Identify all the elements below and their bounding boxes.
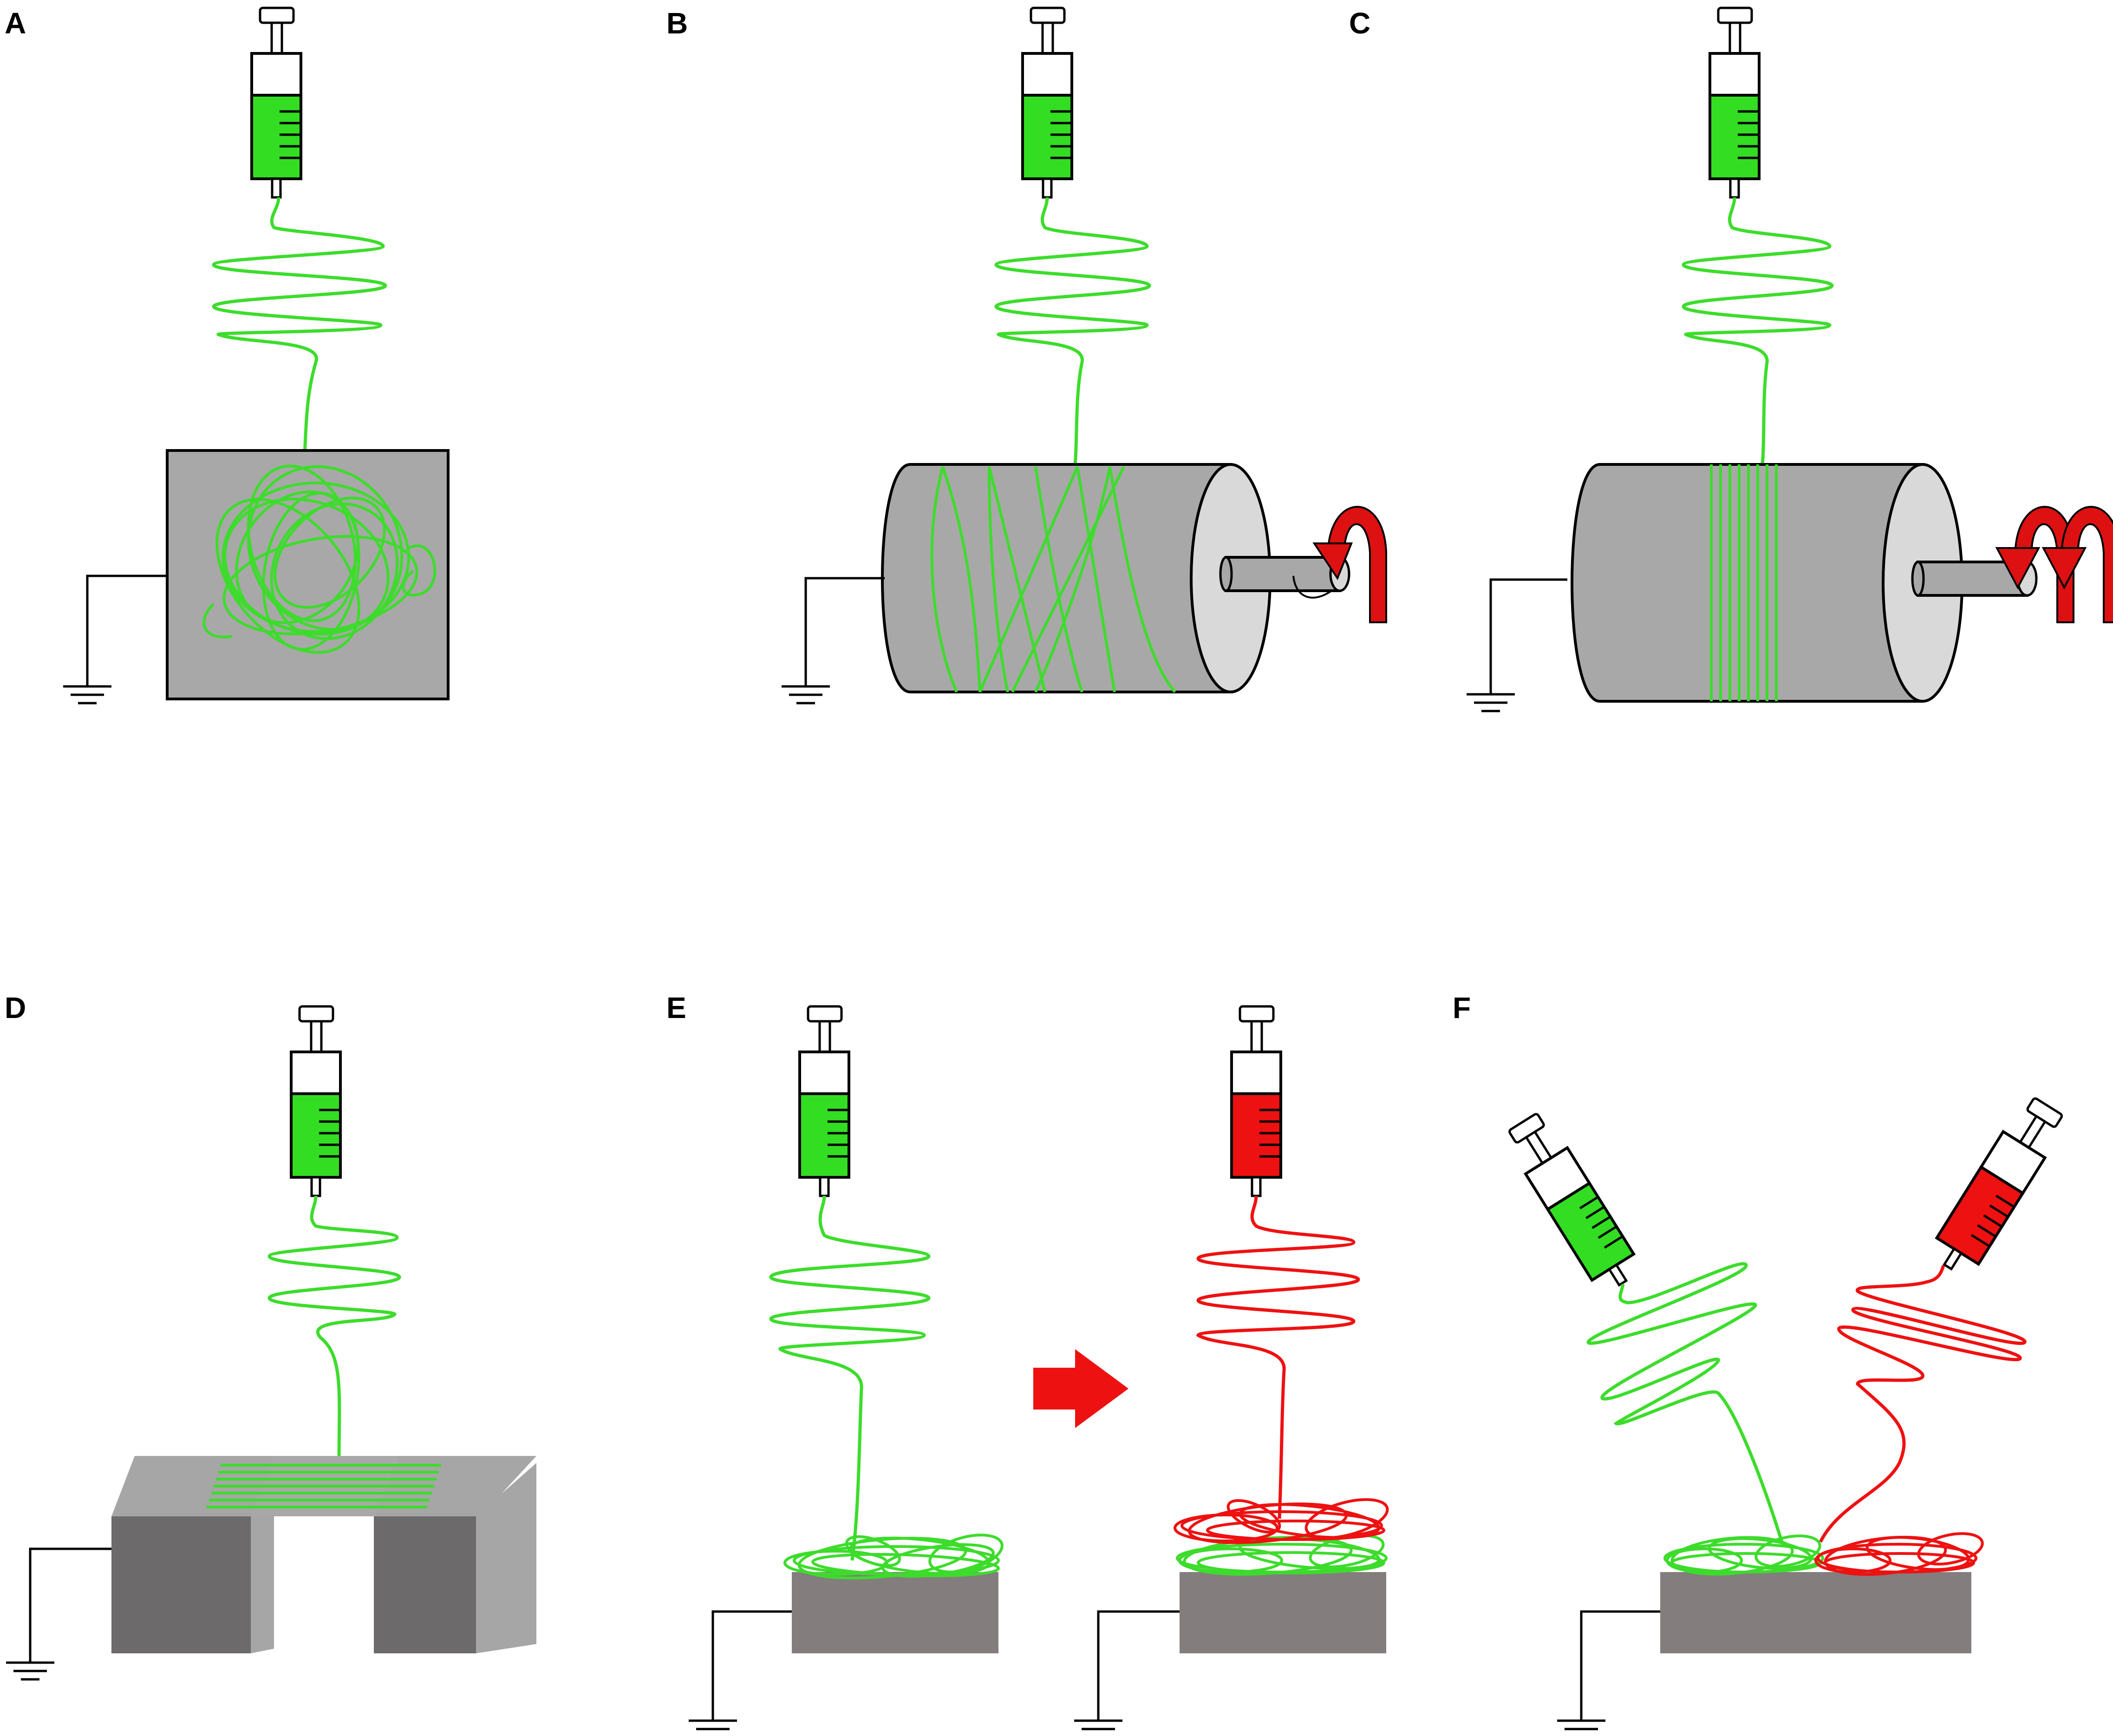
ground-wire-d <box>29 1547 111 1663</box>
fiber-jet-green <box>769 1195 931 1561</box>
ground-wire-a <box>86 574 167 686</box>
fiber-jet-green <box>267 1195 401 1463</box>
syringe-green-icon <box>252 8 301 197</box>
fiber-mat-red <box>1174 1498 1389 1544</box>
panel-e: E <box>666 991 1389 1736</box>
syringe-green-icon <box>1710 8 1759 197</box>
syringe-green-icon <box>291 1006 340 1196</box>
panel-d: D <box>5 991 536 1679</box>
ground-icon <box>1557 1721 1605 1736</box>
panel-label-f: F <box>1453 991 1471 1025</box>
syringe-green-icon <box>800 1006 849 1196</box>
panel-f: F <box>1453 991 2069 1736</box>
panel-a: A <box>5 7 450 703</box>
rotation-arrow-icon <box>1995 506 2113 623</box>
ground-icon <box>689 1721 737 1736</box>
panel-c: C <box>1349 7 2113 711</box>
syringe-red-icon <box>1927 1093 2069 1280</box>
panel-b: B <box>666 7 1387 703</box>
ground-wire-f <box>1580 1610 1660 1721</box>
aligned-fibers <box>1710 464 1778 701</box>
syringe-green-icon <box>1501 1109 1643 1296</box>
panel-label-a: A <box>5 7 26 40</box>
fiber-mat-red <box>1814 1532 1984 1576</box>
ground-icon <box>6 1663 54 1679</box>
fiber-mat-green <box>1663 1534 1824 1576</box>
plate-collector <box>792 1572 998 1653</box>
fiber-mat-green <box>783 1534 1004 1579</box>
ground-icon <box>63 686 111 703</box>
panel-label-c: C <box>1349 7 1370 40</box>
ground-icon <box>782 686 830 703</box>
ground-wire-e1 <box>711 1610 792 1721</box>
ground-wire-c <box>1489 578 1567 694</box>
ground-icon <box>1074 1721 1122 1736</box>
ground-wire-b <box>804 577 885 686</box>
panel-label-e: E <box>666 991 686 1025</box>
fiber-jet-green <box>212 197 387 465</box>
random-fiber-mat <box>202 464 437 654</box>
rotation-arrow-icon <box>1292 506 1387 623</box>
rotating-drum-collector <box>881 463 1350 693</box>
fiber-jet-green <box>1586 1262 1785 1547</box>
ground-icon <box>1467 694 1515 711</box>
fiber-jet-red <box>1819 1265 2027 1543</box>
crossed-fibers <box>930 466 1176 693</box>
next-step-arrow-icon <box>1033 1349 1128 1428</box>
plate-collector <box>1660 1572 1971 1653</box>
fiber-jet-green <box>994 197 1151 465</box>
rotating-drum-collector <box>1571 463 2038 703</box>
panel-label-b: B <box>666 7 688 40</box>
syringe-red-icon <box>1232 1006 1281 1196</box>
ground-wire-e2 <box>1097 1610 1180 1721</box>
fiber-jet-green <box>1682 197 1834 465</box>
plate-collector <box>1180 1572 1386 1653</box>
syringe-green-icon <box>1023 8 1072 197</box>
fiber-jet-red <box>1196 1195 1360 1519</box>
aligned-fibers <box>207 1464 441 1508</box>
panel-label-d: D <box>5 991 26 1025</box>
